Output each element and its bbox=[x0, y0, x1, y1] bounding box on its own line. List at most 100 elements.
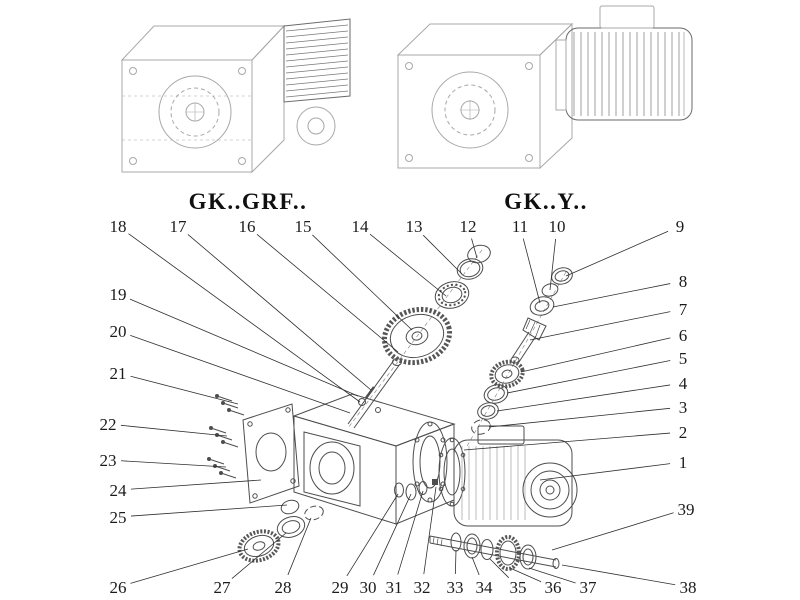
output-gear-36 bbox=[495, 535, 521, 571]
leader-line-26 bbox=[130, 548, 249, 584]
assembled-view-gk-grf bbox=[120, 18, 351, 174]
part-number-34: 34 bbox=[476, 578, 494, 597]
part-number-7: 7 bbox=[679, 300, 688, 319]
seal-ring-small bbox=[280, 499, 300, 515]
leader-line-27 bbox=[231, 532, 287, 579]
part-number-22: 22 bbox=[100, 415, 117, 434]
leader-line-8 bbox=[552, 283, 671, 308]
electric-motor bbox=[438, 425, 578, 527]
leader-line-4 bbox=[496, 384, 671, 412]
assembled-view-gk-y bbox=[396, 5, 693, 170]
leader-line-23 bbox=[120, 460, 227, 468]
leader-line-29 bbox=[346, 493, 399, 577]
part-number-8: 8 bbox=[679, 272, 688, 291]
leader-line-5 bbox=[506, 360, 671, 394]
leader-line-15 bbox=[312, 234, 413, 331]
part-number-16: 16 bbox=[239, 217, 256, 236]
leader-line-12 bbox=[471, 238, 478, 259]
key-block bbox=[432, 479, 438, 485]
part-number-11: 11 bbox=[512, 217, 528, 236]
leader-line-28 bbox=[287, 517, 312, 576]
part-number-33: 33 bbox=[447, 578, 464, 597]
leader-line-17 bbox=[187, 234, 372, 391]
part-number-27: 27 bbox=[214, 578, 232, 597]
leader-line-37 bbox=[528, 567, 576, 584]
part-number-21: 21 bbox=[110, 364, 127, 383]
leader-line-1 bbox=[539, 463, 671, 481]
leader-line-24 bbox=[130, 479, 262, 490]
leader-line-3 bbox=[488, 407, 671, 428]
leader-line-10 bbox=[549, 238, 556, 291]
model-label-gk-grf: GK..GRF.. bbox=[188, 189, 308, 214]
pinion-rings bbox=[541, 267, 573, 297]
input-shaft bbox=[347, 358, 402, 429]
part-number-39: 39 bbox=[678, 500, 695, 519]
part-number-5: 5 bbox=[679, 349, 688, 368]
part-number-37: 37 bbox=[580, 578, 598, 597]
leader-line-18 bbox=[128, 233, 361, 403]
part-number-25: 25 bbox=[110, 508, 127, 527]
gear-housing bbox=[292, 393, 456, 525]
exploded-view bbox=[207, 244, 578, 571]
leader-line-9 bbox=[565, 230, 669, 277]
leader-line-30 bbox=[373, 493, 412, 576]
part-number-31: 31 bbox=[386, 578, 403, 597]
part-number-29: 29 bbox=[332, 578, 349, 597]
bevel-gear bbox=[489, 359, 525, 389]
part-number-13: 13 bbox=[406, 217, 423, 236]
cover-bolts bbox=[207, 394, 245, 479]
part-number-26: 26 bbox=[110, 578, 127, 597]
input-fin-cover bbox=[283, 18, 351, 146]
side-cover-plate bbox=[242, 403, 300, 504]
ring-gear bbox=[237, 529, 281, 563]
part-number-2: 2 bbox=[679, 423, 688, 442]
part-number-9: 9 bbox=[676, 217, 685, 236]
bevel-pinion-shaft bbox=[510, 317, 547, 364]
vent-plug bbox=[358, 398, 366, 406]
electric-motor-assembled bbox=[555, 5, 693, 121]
bearing-lower-left bbox=[276, 516, 306, 538]
main-rings bbox=[456, 244, 491, 280]
part-number-1: 1 bbox=[679, 453, 688, 472]
leader-line-7 bbox=[529, 311, 671, 341]
shaft-key bbox=[364, 386, 376, 399]
part-number-30: 30 bbox=[360, 578, 377, 597]
snap-ring-lower-left bbox=[304, 505, 324, 521]
output-bearing-37 bbox=[519, 544, 537, 570]
leader-line-36 bbox=[509, 567, 542, 583]
leader-line-38 bbox=[561, 564, 676, 586]
leader-line-39 bbox=[551, 512, 674, 551]
pinion-bearing bbox=[529, 296, 555, 316]
output-washer-35 bbox=[480, 539, 494, 560]
fan-cover bbox=[522, 462, 578, 518]
leader-line-31 bbox=[397, 490, 424, 575]
model-label-gk-y: GK..Y.. bbox=[504, 189, 588, 214]
part-number-12: 12 bbox=[460, 217, 477, 236]
leader-line-13 bbox=[422, 234, 463, 275]
leader-line-22 bbox=[120, 424, 228, 437]
leader-line-14 bbox=[369, 233, 447, 297]
part-number-35: 35 bbox=[510, 578, 527, 597]
part-number-10: 10 bbox=[549, 217, 566, 236]
output-shaft-assembly bbox=[429, 532, 560, 571]
motor-flange bbox=[438, 437, 466, 507]
part-number-15: 15 bbox=[295, 217, 312, 236]
leader-line-16 bbox=[256, 234, 399, 353]
part-number-6: 6 bbox=[679, 326, 688, 345]
part-number-3: 3 bbox=[679, 398, 688, 417]
input-axis-line bbox=[347, 249, 483, 429]
part-number-28: 28 bbox=[275, 578, 292, 597]
part-number-18: 18 bbox=[110, 217, 127, 236]
part-number-17: 17 bbox=[170, 217, 188, 236]
terminal-box bbox=[477, 425, 525, 445]
leader-line-32 bbox=[423, 486, 437, 575]
leader-line-33 bbox=[454, 549, 457, 575]
part-number-38: 38 bbox=[680, 578, 697, 597]
main-gear bbox=[381, 306, 453, 366]
leader-line-34 bbox=[471, 556, 480, 576]
output-bearing-34 bbox=[463, 533, 481, 559]
leader-line-21 bbox=[130, 375, 239, 405]
